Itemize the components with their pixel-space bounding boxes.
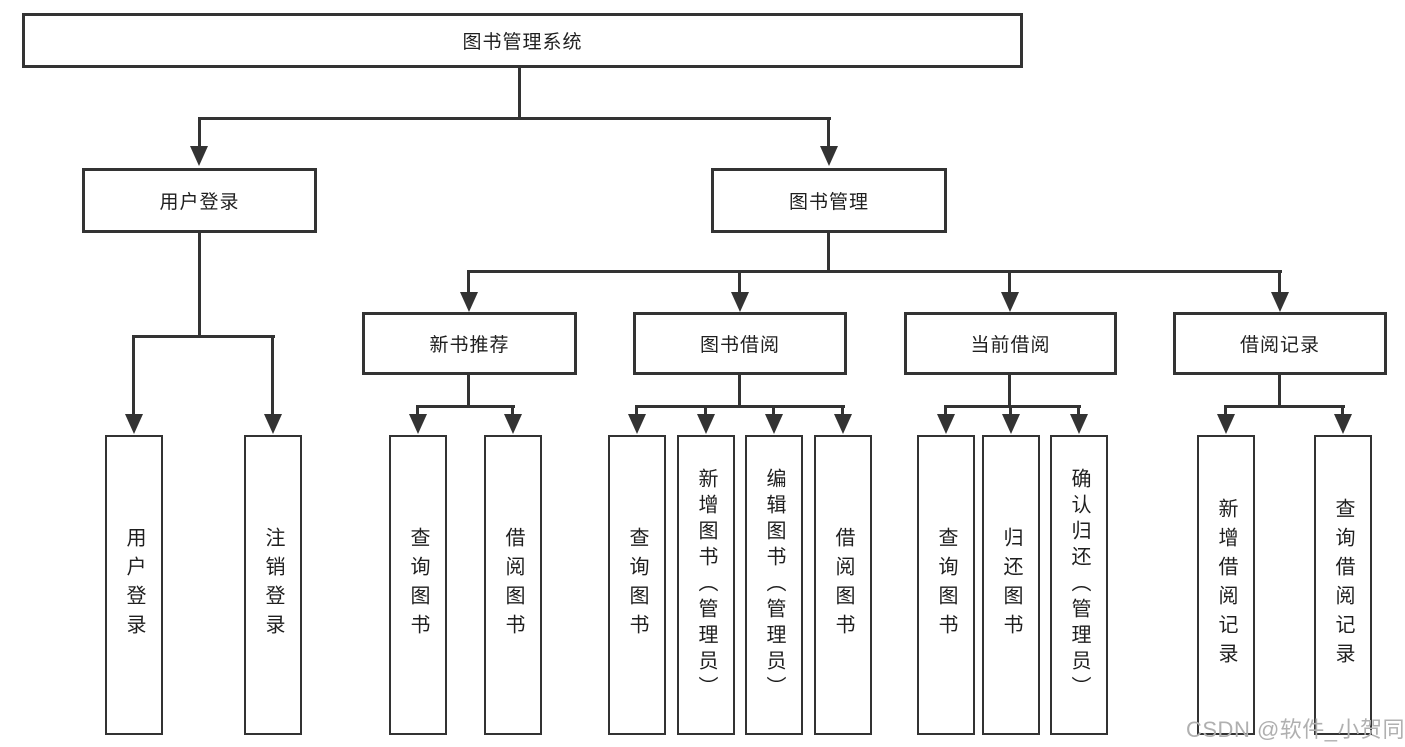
connector-stem-current-borrowing — [1008, 270, 1011, 294]
connector-stem-leaf — [511, 405, 514, 416]
node-book-borrowing: 图书借阅 — [633, 312, 847, 375]
leaf-query-borrow-record: 查询借阅记录 — [1314, 435, 1372, 735]
leaf-label: 借阅图书 — [502, 527, 524, 643]
node-label: 新书推荐 — [429, 335, 510, 356]
connector-stem-leaf — [132, 335, 135, 416]
leaf-return-books: 归还图书 — [982, 435, 1040, 735]
connector-stem-leaf — [635, 405, 638, 416]
node-borrowing-records: 借阅记录 — [1173, 312, 1387, 375]
arrow-down-icon — [1001, 292, 1019, 312]
leaf-label: 编辑图书（管理员） — [763, 468, 785, 702]
connector-level3-bus — [467, 270, 1282, 273]
connector-group-bus — [1224, 405, 1345, 408]
connector-stem-leaf — [416, 405, 419, 416]
arrow-down-icon — [125, 414, 143, 434]
leaf-label: 确认归还（管理员） — [1068, 468, 1090, 702]
leaf-label: 新增借阅记录 — [1215, 498, 1237, 672]
leaf-borrow-books: 借阅图书 — [814, 435, 872, 735]
connector-stem-leaf — [1077, 405, 1080, 416]
connector-user-login-stem — [198, 233, 201, 337]
connector-group-bus — [416, 405, 515, 408]
csdn-watermark: CSDN @软件_小贺同学 — [1186, 717, 1405, 742]
arrow-down-icon — [504, 414, 522, 434]
arrow-down-icon — [1217, 414, 1235, 434]
arrow-down-icon — [765, 414, 783, 434]
connector-stem-borrowing-records — [1278, 270, 1281, 294]
connector-stem-new-book — [467, 270, 470, 294]
leaf-logout: 注销登录 — [244, 435, 302, 735]
arrow-down-icon — [1334, 414, 1352, 434]
leaf-borrow-books: 借阅图书 — [484, 435, 542, 735]
node-book-management: 图书管理 — [711, 168, 947, 233]
node-user-login: 用户登录 — [82, 168, 317, 233]
connector-root-bus — [198, 117, 831, 120]
arrow-down-icon — [1070, 414, 1088, 434]
leaf-label: 借阅图书 — [832, 527, 854, 643]
arrow-down-icon — [697, 414, 715, 434]
connector-stem-leaf — [772, 405, 775, 416]
arrow-down-icon — [834, 414, 852, 434]
arrow-down-icon — [1002, 414, 1020, 434]
connector-group-bus — [944, 405, 1081, 408]
connector-group-stem — [467, 375, 470, 407]
leaf-add-book-admin: 新增图书（管理员） — [677, 435, 735, 735]
node-library-management-system: 图书管理系统 — [22, 13, 1023, 68]
connector-group-stem — [738, 375, 741, 407]
arrow-down-icon — [628, 414, 646, 434]
arrow-down-icon — [820, 146, 838, 166]
connector-stem-book-management — [827, 117, 830, 147]
connector-stem-leaf — [271, 335, 274, 416]
connector-stem-leaf — [1009, 405, 1012, 416]
connector-user-login-bus — [132, 335, 275, 338]
connector-stem-leaf — [944, 405, 947, 416]
node-label: 图书借阅 — [699, 335, 780, 356]
connector-group-stem — [1278, 375, 1281, 407]
arrow-down-icon — [731, 292, 749, 312]
leaf-label: 注销登录 — [262, 527, 284, 643]
node-current-borrowing: 当前借阅 — [904, 312, 1117, 375]
connector-stem-leaf — [704, 405, 707, 416]
leaf-query-books: 查询图书 — [917, 435, 975, 735]
connector-root-stem — [518, 67, 521, 118]
node-label: 图书管理 — [788, 192, 869, 213]
connector-stem-leaf — [1341, 405, 1344, 416]
leaf-add-borrow-record: 新增借阅记录 — [1197, 435, 1255, 735]
arrow-down-icon — [264, 414, 282, 434]
connector-stem-leaf — [1224, 405, 1227, 416]
leaf-confirm-return-admin: 确认归还（管理员） — [1050, 435, 1108, 735]
leaf-label: 查询借阅记录 — [1332, 498, 1354, 672]
connector-stem-book-borrowing — [738, 270, 741, 294]
leaf-label: 新增图书（管理员） — [695, 468, 717, 702]
node-label: 用户登录 — [159, 192, 240, 213]
node-label: 当前借阅 — [970, 335, 1051, 356]
arrow-down-icon — [1271, 292, 1289, 312]
leaf-label: 归还图书 — [1000, 527, 1022, 643]
connector-group-bus — [635, 405, 845, 408]
leaf-edit-book-admin: 编辑图书（管理员） — [745, 435, 803, 735]
arrow-down-icon — [937, 414, 955, 434]
leaf-label: 用户登录 — [123, 527, 145, 643]
connector-book-management-stem — [827, 233, 830, 272]
node-label: 借阅记录 — [1239, 335, 1320, 356]
leaf-query-books: 查询图书 — [389, 435, 447, 735]
arrow-down-icon — [190, 146, 208, 166]
connector-stem-leaf — [841, 405, 844, 416]
leaf-query-books: 查询图书 — [608, 435, 666, 735]
node-label: 图书管理系统 — [462, 32, 583, 53]
connector-stem-user-login — [198, 117, 201, 147]
leaf-label: 查询图书 — [626, 527, 648, 643]
arrow-down-icon — [460, 292, 478, 312]
node-new-book-recommendation: 新书推荐 — [362, 312, 577, 375]
leaf-user-login: 用户登录 — [105, 435, 163, 735]
connector-group-stem — [1008, 375, 1011, 407]
arrow-down-icon — [409, 414, 427, 434]
leaf-label: 查询图书 — [407, 527, 429, 643]
leaf-label: 查询图书 — [935, 527, 957, 643]
